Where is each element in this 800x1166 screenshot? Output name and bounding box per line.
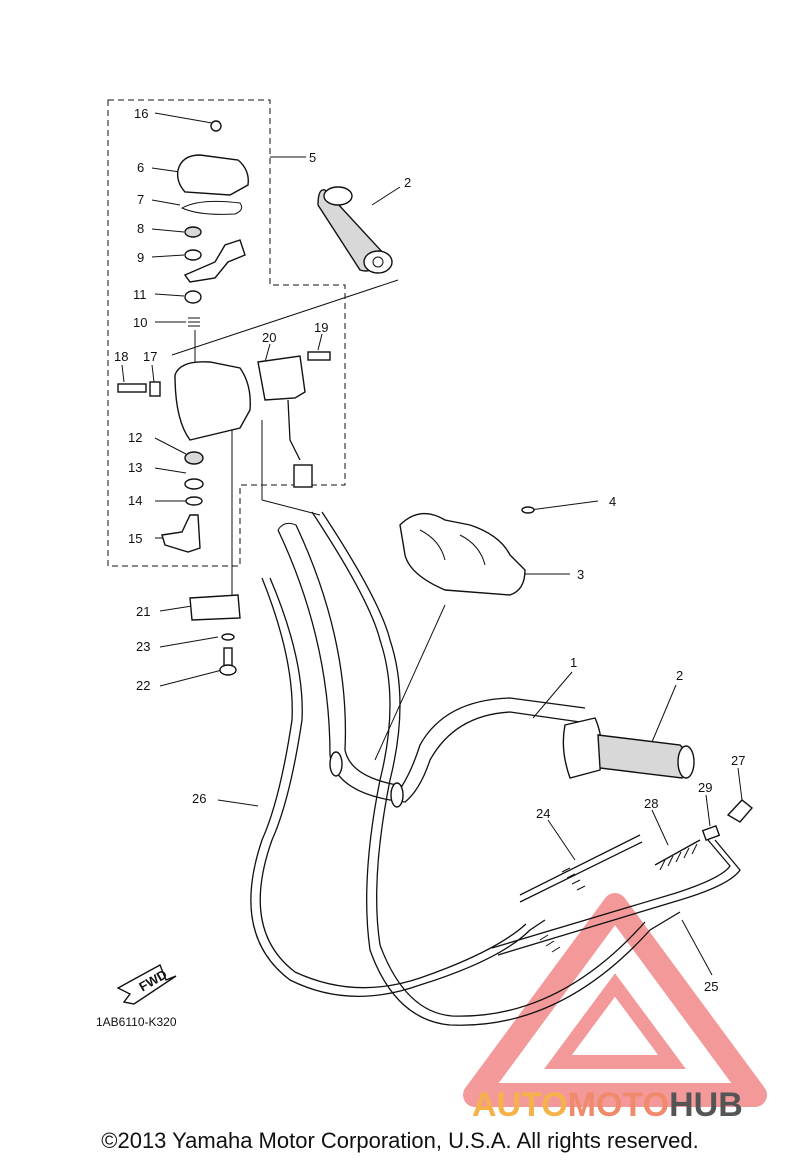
callout-17: 17: [143, 349, 157, 364]
callout-23: 23: [136, 639, 150, 654]
callout-29: 29: [698, 780, 712, 795]
callout-14: 14: [128, 493, 142, 508]
callout-26: 26: [192, 791, 206, 806]
callout-20: 20: [262, 330, 276, 345]
handlebar-cover: [399, 506, 535, 596]
callout-16: 16: [134, 106, 148, 121]
watermark-hub: HUB: [669, 1086, 743, 1124]
watermark-text: AUTOMOTOHUB: [472, 1086, 743, 1124]
fwd-arrow: FWD: [116, 964, 177, 1005]
callout-22: 22: [136, 678, 150, 693]
callout-3: 3: [577, 567, 584, 582]
callout-12: 12: [128, 430, 142, 445]
cables: [250, 511, 754, 1026]
callout-25: 25: [704, 979, 718, 994]
callout-24: 24: [536, 806, 550, 821]
throttle-housing: [562, 717, 695, 779]
callout-11: 11: [133, 287, 147, 302]
callout-13: 13: [128, 460, 142, 475]
callout-6: 6: [137, 160, 144, 175]
callout-numbers: 16 6 7 8 9 11 10 5 2 18 17 20 19 12 13 1…: [114, 106, 745, 994]
callout-2-top: 2: [404, 175, 411, 190]
callout-19: 19: [314, 320, 328, 335]
switch-parts: [117, 120, 331, 676]
callout-1: 1: [570, 655, 577, 670]
reference-code: 1AB6110-K320: [96, 1015, 177, 1029]
callout-21: 21: [136, 604, 150, 619]
callout-18: 18: [114, 349, 128, 364]
watermark-moto: MOTO: [568, 1086, 669, 1124]
callout-10: 10: [133, 315, 147, 330]
callout-2-right: 2: [676, 668, 683, 683]
callout-9: 9: [137, 250, 144, 265]
left-grip: [317, 186, 393, 274]
watermark-auto: AUTO: [472, 1086, 568, 1124]
callout-27: 27: [731, 753, 745, 768]
switch-assembly-box: [107, 99, 346, 567]
watermark-logo: [463, 893, 767, 1107]
callout-7: 7: [137, 192, 144, 207]
callout-5: 5: [309, 150, 316, 165]
leader-lines: [121, 112, 743, 976]
handlebar: [277, 522, 586, 808]
callout-8: 8: [137, 221, 144, 236]
callout-15: 15: [128, 531, 142, 546]
callout-28: 28: [644, 796, 658, 811]
copyright-notice: ©2013 Yamaha Motor Corporation, U.S.A. A…: [101, 1128, 699, 1153]
callout-4: 4: [609, 494, 616, 509]
